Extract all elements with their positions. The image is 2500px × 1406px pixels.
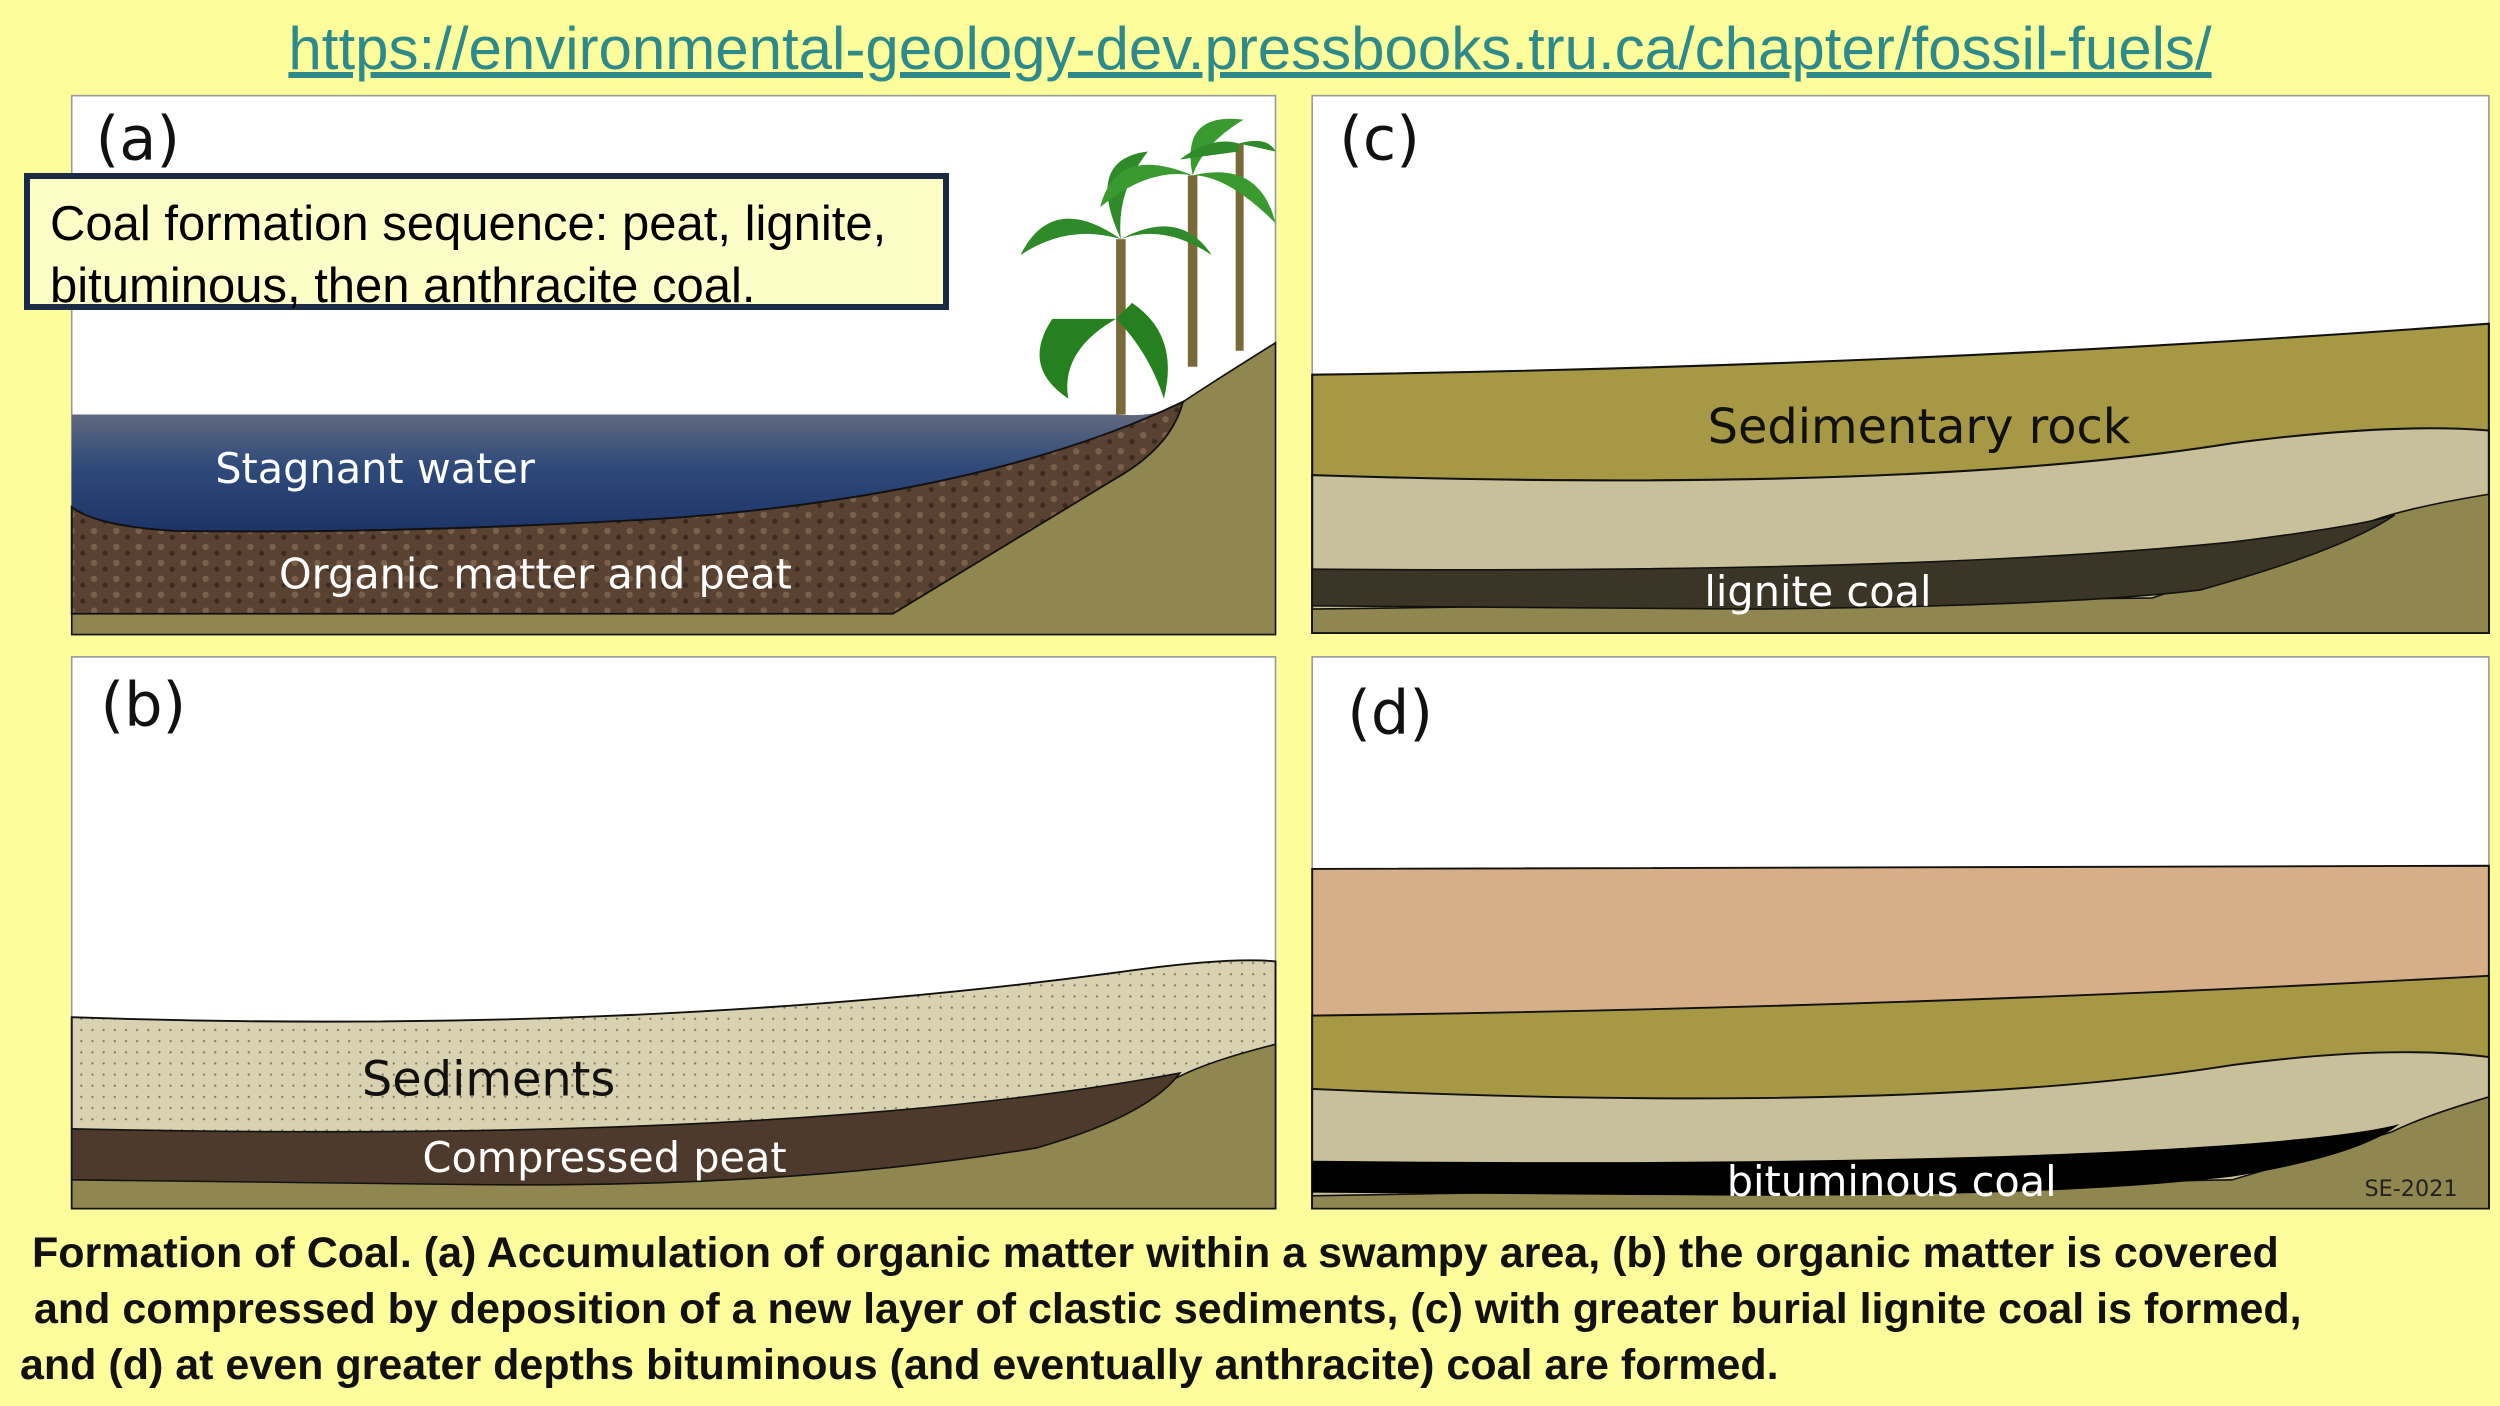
sedimentary-rock-label: Sedimentary rock: [1708, 400, 2131, 455]
credit-label: SE-2021: [2364, 1176, 2457, 1202]
panel-b: (b) Sediments Compressed peat: [70, 656, 1277, 1210]
bituminous-coal-layer: [1312, 1124, 2400, 1196]
panel-a-label: (a): [96, 104, 180, 174]
source-url-link[interactable]: https://environmental-geology-dev.pressb…: [288, 15, 2212, 82]
palm-trees-icon: [1020, 118, 1276, 415]
coal-sequence-callout: Coal formation sequence: peat, lignite, …: [24, 173, 949, 313]
sediments-label: Sediments: [362, 1052, 615, 1107]
bituminous-coal-label: bituminous coal: [1727, 1158, 2057, 1206]
figure-caption: Formation of Coal. (a) Accumulation of o…: [0, 1215, 2500, 1406]
compressed-peat-layer: [70, 1071, 1182, 1186]
panel-d: (d) bituminous coal SE-2021: [1311, 656, 2490, 1210]
panel-b-label: (b): [100, 670, 186, 740]
callout-text: Coal formation sequence: peat, lignite, …: [50, 197, 887, 313]
panel-c: (c) Sedimentary rock lignite coal: [1311, 94, 2490, 635]
lignite-layer: [1311, 514, 2396, 610]
url-banner: https://environmental-geology-dev.pressb…: [0, 0, 2500, 96]
compressed-peat-label: Compressed peat: [423, 1134, 787, 1182]
organic-matter-label: Organic matter and peat: [279, 550, 792, 598]
water-layer: [71, 401, 1184, 532]
panel-d-label: (d): [1347, 678, 1433, 748]
lignite-coal-label: lignite coal: [1704, 568, 1931, 616]
caption-line-3: and (d) at even greater depths bituminou…: [20, 1341, 1779, 1389]
caption-line-2: and compressed by deposition of a new la…: [34, 1285, 2302, 1333]
caption-line-1: Formation of Coal. (a) Accumulation of o…: [32, 1229, 2279, 1277]
ground-slope: [70, 341, 1277, 636]
panel-c-label: (c): [1339, 104, 1420, 174]
stagnant-water-label: Stagnant water: [215, 445, 536, 493]
